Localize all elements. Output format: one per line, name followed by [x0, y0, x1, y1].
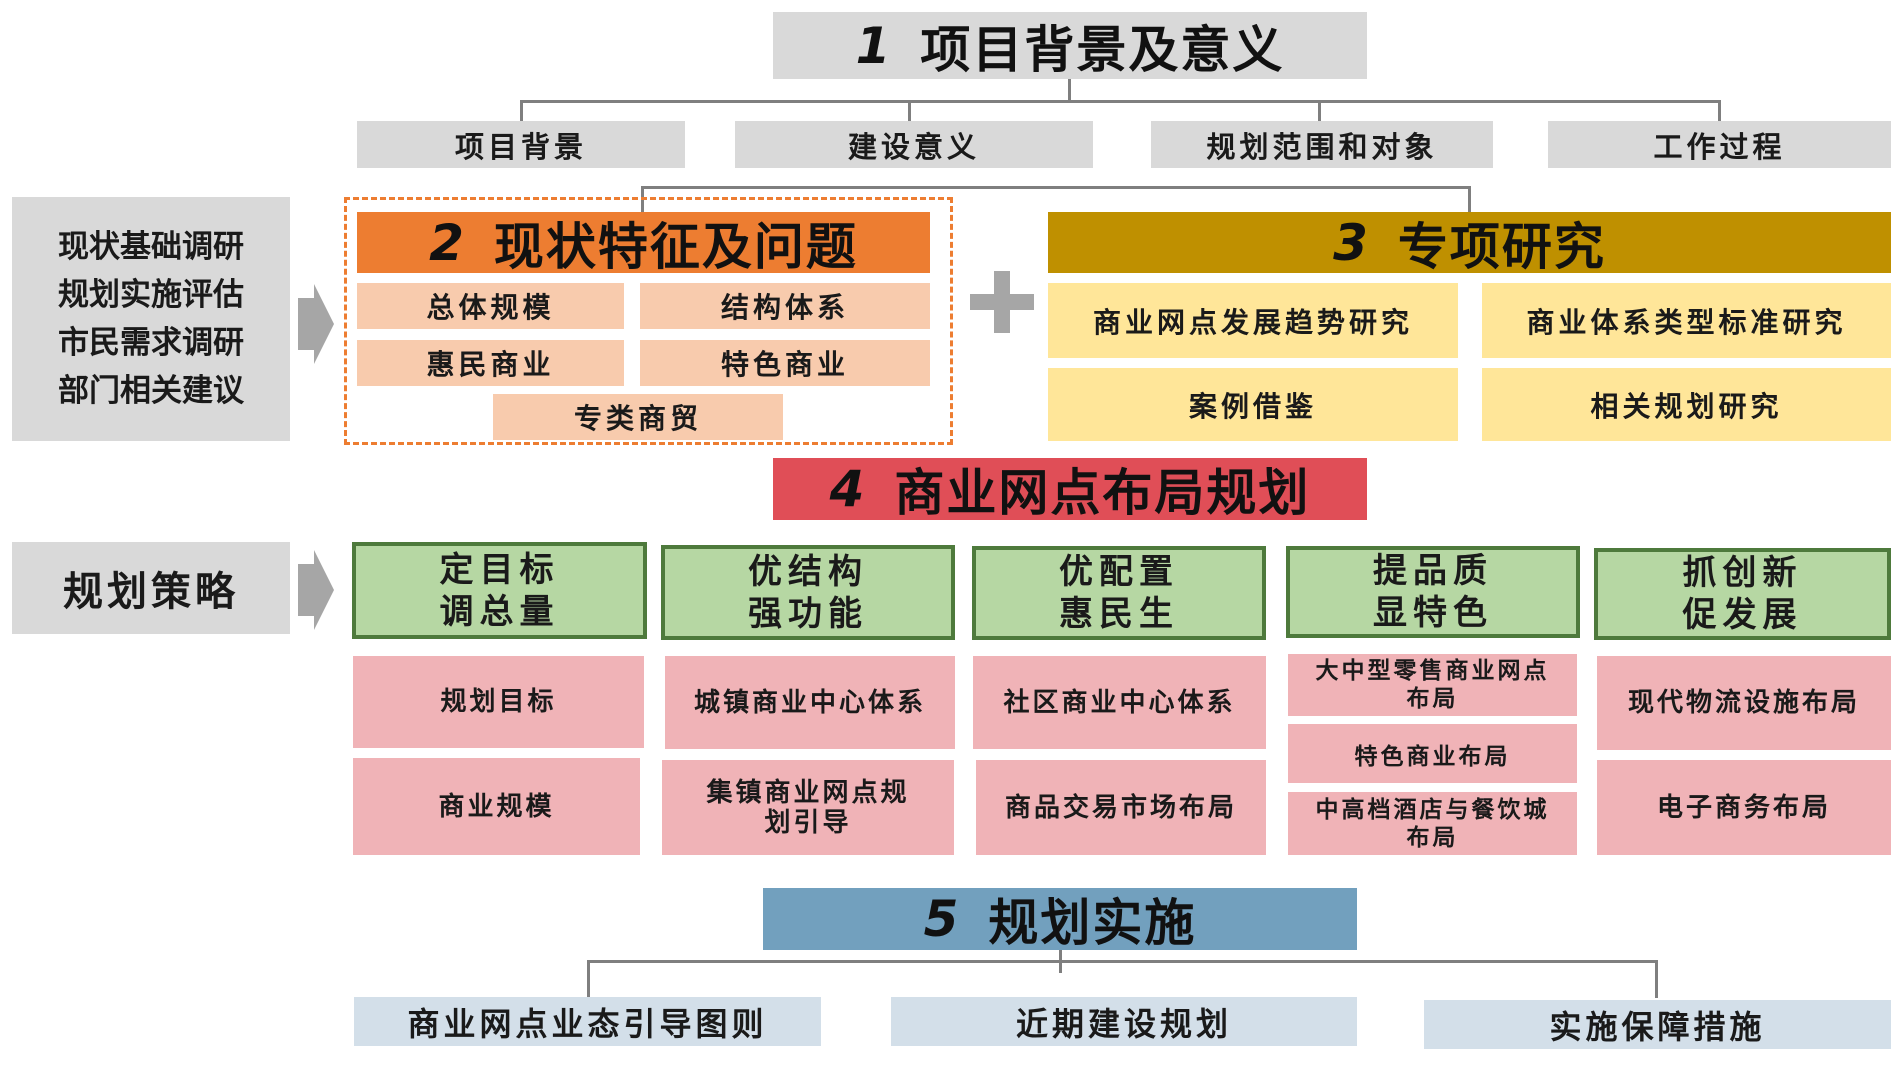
section3-item: 商业网点发展趋势研究: [1048, 283, 1458, 358]
section2-number: 2: [429, 213, 466, 272]
strategy-line: 调总量: [439, 591, 560, 632]
plan-item: 集镇商业网点规划引导: [662, 760, 954, 855]
section5-title: 规划实施: [988, 894, 1197, 952]
section2-item: 惠民商业: [357, 340, 624, 386]
connector: [1068, 79, 1071, 101]
research-input-line: 市民需求调研: [58, 325, 244, 361]
section5-header: 5 规划实施: [763, 888, 1357, 952]
plan-item: 大中型零售商业网点布局: [1288, 654, 1577, 716]
strategy-line: 显特色: [1373, 593, 1493, 633]
strategy-line: 优结构: [748, 551, 868, 592]
section1-item: 规划范围和对象: [1151, 121, 1493, 168]
section2-dashed-frame: [344, 197, 953, 445]
section5-item: 实施保障措施: [1424, 1000, 1891, 1049]
plan-item: 规划目标: [353, 656, 644, 748]
section1-item: 建设意义: [735, 121, 1093, 168]
strategy-line: 抓创新: [1682, 553, 1803, 593]
strategy-line: 提品质: [1373, 551, 1493, 591]
section3-item: 相关规划研究: [1482, 368, 1891, 441]
strategy-line: 优配置: [1059, 552, 1179, 592]
section2-item: 专类商贸: [493, 394, 783, 440]
strategy-box: 优配置 惠民生: [972, 546, 1266, 640]
section1-title: 项目背景及意义: [920, 20, 1285, 79]
arrow-right-icon: [298, 284, 334, 364]
section3-item: 商业体系类型标准研究: [1482, 283, 1891, 358]
section3-title: 专项研究: [1397, 217, 1606, 276]
section3-number: 3: [1333, 213, 1370, 272]
plan-item: 现代物流设施布局: [1597, 656, 1891, 750]
connector: [520, 100, 1720, 103]
plan-item: 社区商业中心体系: [973, 656, 1266, 749]
section4-number: 4: [829, 460, 867, 518]
section4-title: 商业网点布局规划: [894, 464, 1311, 522]
plan-item: 电子商务布局: [1597, 760, 1891, 855]
connector: [1655, 960, 1658, 998]
arrow-right-icon: [298, 550, 334, 630]
strategy-box: 定目标 调总量: [352, 542, 647, 639]
section1-item: 项目背景: [357, 121, 685, 168]
connector: [587, 960, 590, 998]
section3-header: 3 专项研究: [1048, 212, 1891, 276]
section1-item: 工作过程: [1548, 121, 1891, 168]
connector: [641, 186, 1471, 189]
section2-item: 总体规模: [357, 283, 624, 329]
plan-item: 中高档酒店与餐饮城布局: [1288, 792, 1577, 855]
plan-item: 商品交易市场布局: [976, 760, 1266, 855]
research-inputs-panel: 现状基础调研 规划实施评估 市民需求调研 部门相关建议: [12, 197, 290, 441]
section2-header: 2 现状特征及问题: [357, 212, 930, 276]
section3-item: 案例借鉴: [1048, 368, 1458, 441]
research-input-line: 规划实施评估: [58, 277, 244, 313]
connector: [587, 960, 1658, 963]
research-input-line: 部门相关建议: [58, 373, 244, 409]
research-input-line: 现状基础调研: [58, 229, 244, 265]
section1-number: 1: [855, 16, 893, 75]
plan-item: 城镇商业中心体系: [665, 656, 955, 749]
connector: [520, 100, 523, 122]
section2-item: 结构体系: [640, 283, 930, 329]
strategy-box: 提品质 显特色: [1286, 546, 1580, 638]
connector: [1468, 186, 1471, 212]
strategy-label: 规划策略: [12, 542, 290, 634]
section1-header: 1 项目背景及意义: [773, 12, 1367, 79]
plus-icon: [970, 271, 1034, 333]
connector: [1718, 100, 1721, 122]
connector: [1318, 100, 1321, 122]
strategy-line: 促发展: [1682, 595, 1803, 635]
section2-title: 现状特征及问题: [493, 217, 858, 276]
connector: [908, 100, 911, 122]
plan-item: 商业规模: [353, 758, 640, 855]
strategy-line: 惠民生: [1059, 594, 1179, 634]
plan-item: 特色商业布局: [1288, 724, 1577, 783]
strategy-line: 定目标: [439, 549, 560, 590]
section4-header: 4 商业网点布局规划: [773, 458, 1367, 522]
section5-number: 5: [923, 890, 961, 948]
section5-item: 近期建设规划: [891, 997, 1357, 1046]
strategy-line: 强功能: [748, 593, 868, 634]
section5-item: 商业网点业态引导图则: [354, 997, 821, 1046]
strategy-box: 抓创新 促发展: [1594, 548, 1891, 640]
section2-item: 特色商业: [640, 340, 930, 386]
strategy-box: 优结构 强功能: [661, 545, 955, 640]
